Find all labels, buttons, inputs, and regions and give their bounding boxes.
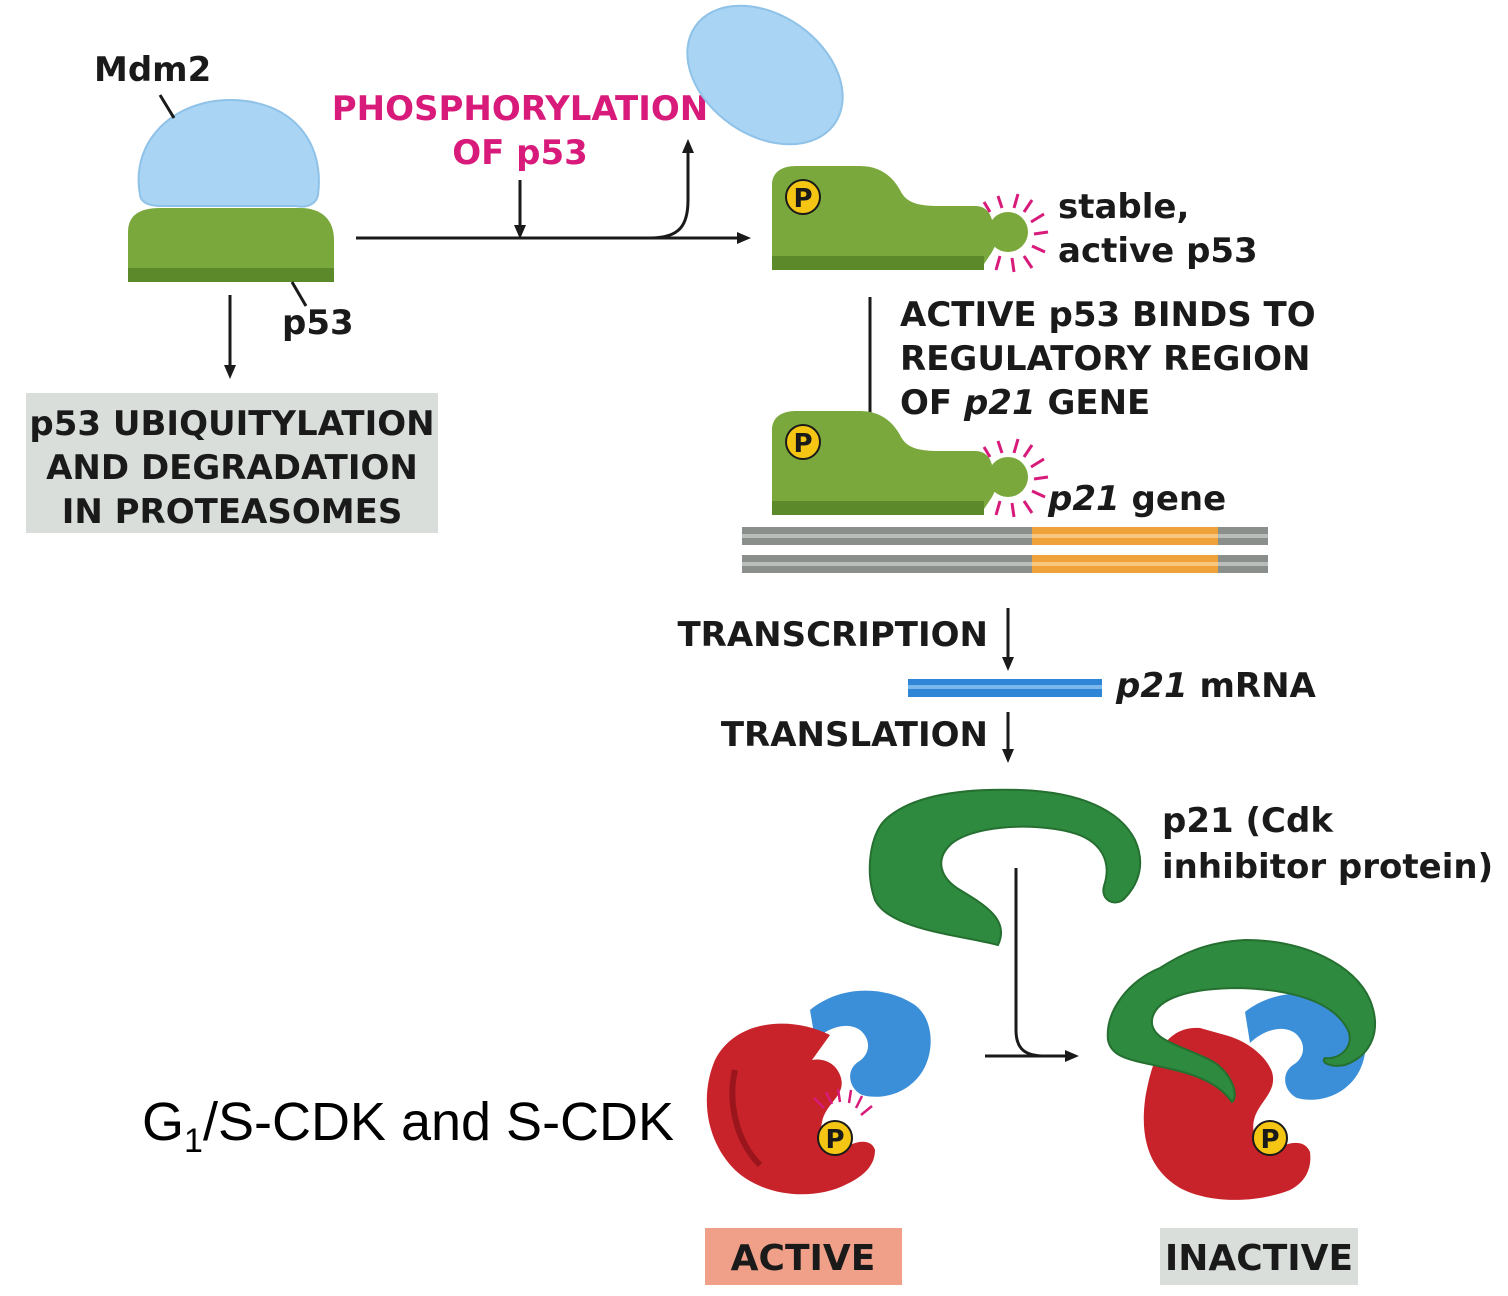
- inactive-cdk-phosphate-icon: P: [1252, 1120, 1288, 1156]
- stable-line2: active p53: [1058, 231, 1258, 271]
- p53-leader-line: [290, 281, 308, 307]
- phosphorylation-line1: PHOSPHORYLATION: [332, 89, 709, 129]
- degradation-box: [26, 393, 438, 533]
- phosphate-2-label: P: [793, 429, 812, 459]
- inactive-cdk-cyclin-icon: [1106, 938, 1376, 1200]
- transcription-label: TRANSCRIPTION: [677, 615, 988, 655]
- phosphate-label: P: [793, 184, 812, 214]
- stable-line1: stable,: [1058, 187, 1189, 227]
- dna-icon: [742, 527, 1268, 573]
- degradation-line1: p53 UBIQUITYLATION: [29, 404, 434, 444]
- inactive-label: INACTIVE: [1165, 1238, 1353, 1279]
- active-label: ACTIVE: [731, 1238, 876, 1279]
- binds-line1: ACTIVE p53 BINDS TO: [900, 295, 1316, 335]
- bound-p53-icon: [772, 411, 1028, 515]
- gene-label: p21 gene: [1047, 479, 1226, 519]
- active-box: [705, 1228, 902, 1285]
- p21-icon: [868, 788, 1142, 947]
- signal-burst-2-icon: [982, 438, 1049, 518]
- cdk-signal-burst-icon: [813, 1088, 873, 1116]
- mdm2-icon: [137, 98, 320, 208]
- degradation-line2: AND DEGRADATION: [46, 448, 418, 488]
- cdk-phosphate-icon: P: [817, 1120, 853, 1156]
- p53-icon: [128, 208, 334, 282]
- mrna-highlight: [908, 685, 1102, 689]
- p21-inhibition-line: [1014, 868, 1046, 1058]
- inactive-box: [1160, 1228, 1358, 1285]
- binds-line2: REGULATORY REGION: [900, 339, 1310, 379]
- p53-label: p53: [282, 303, 354, 343]
- mdm2-leader-line: [158, 94, 176, 119]
- p21-line2: inhibitor protein): [1162, 847, 1493, 887]
- cdk-cyclin-icon: [706, 990, 931, 1195]
- mdm2-p53-complex: [128, 98, 334, 282]
- cdk-phosphate-label: P: [825, 1125, 844, 1155]
- cdk-label: G1/S-CDK and S-CDK: [142, 1092, 674, 1160]
- phosphate-2-icon: P: [785, 424, 821, 460]
- degradation-line3: IN PROTEASOMES: [62, 492, 403, 532]
- phosphorylation-line2: OF p53: [452, 133, 588, 173]
- inactive-phosphate-label: P: [1260, 1125, 1279, 1155]
- p53-base-shadow: [128, 268, 334, 282]
- mrna-label: p21 mRNA: [1115, 666, 1317, 706]
- binds-line3: OF p21 GENE: [900, 383, 1150, 423]
- translation-label: TRANSLATION: [721, 715, 988, 755]
- signal-burst-icon: [982, 193, 1049, 273]
- mdm2-label: Mdm2: [94, 50, 211, 90]
- released-mdm2-icon: [686, 4, 844, 146]
- mdm2-release-arrow: [649, 139, 694, 240]
- p21-line1: p21 (Cdk: [1162, 801, 1334, 841]
- phosphate-icon: P: [785, 179, 821, 215]
- active-p53-icon: [772, 166, 1028, 270]
